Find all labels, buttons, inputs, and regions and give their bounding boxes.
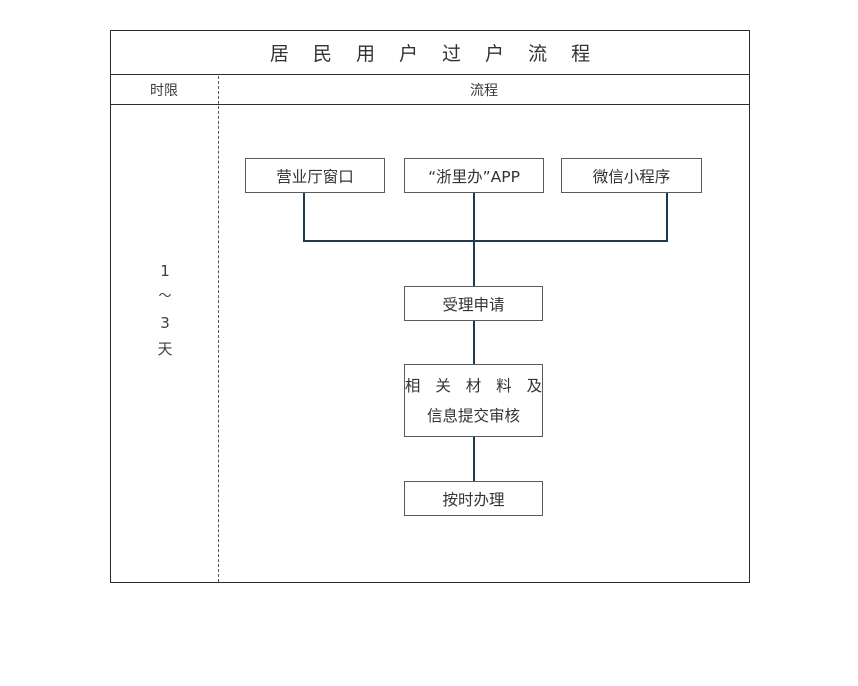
connector-accept-to-review xyxy=(473,321,475,364)
flow-node-submit-materials-review[interactable]: 相 关 材 料 及 信息提交审核 xyxy=(404,364,543,437)
flow-node-accept-application[interactable]: 受理申请 xyxy=(404,286,543,321)
page-title: 居 民 用 户 过 户 流 程 xyxy=(269,42,600,65)
column-header-flow: 流程 xyxy=(470,82,498,99)
connector-wechat-down xyxy=(666,193,668,241)
table-frame xyxy=(110,30,750,583)
time-limit-range-tilde: 〜 xyxy=(158,289,172,304)
flow-node-accept-application-label: 受理申请 xyxy=(442,295,505,314)
time-limit-max: 3 xyxy=(160,314,170,332)
flow-node-submit-materials-review-label-line2: 信息提交审核 xyxy=(426,406,520,425)
table-header-row: 时限 流程 xyxy=(110,75,750,105)
flow-node-process-on-time-label: 按时办理 xyxy=(442,490,505,509)
connector-app-to-accept xyxy=(473,193,475,286)
flow-node-process-on-time[interactable]: 按时办理 xyxy=(404,481,543,516)
time-limit-min: 1 xyxy=(160,262,170,280)
connector-review-to-handle xyxy=(473,437,475,481)
time-limit-unit: 天 xyxy=(157,340,173,358)
flow-node-zhelibao-app-label: “浙里办”APP xyxy=(428,167,520,186)
connector-hall-down xyxy=(303,193,305,241)
flow-node-service-hall[interactable]: 营业厅窗口 xyxy=(245,158,385,193)
flow-node-service-hall-label: 营业厅窗口 xyxy=(276,167,354,186)
flow-node-wechat-miniprogram-label: 微信小程序 xyxy=(592,167,671,186)
flow-node-wechat-miniprogram[interactable]: 微信小程序 xyxy=(561,158,702,193)
connector-merge-bus xyxy=(303,240,668,242)
flow-node-submit-materials-review-label-line1: 相 关 材 料 及 xyxy=(404,376,548,395)
time-limit-value: 1 〜 3 天 xyxy=(130,258,200,362)
flow-node-zhelibao-app[interactable]: “浙里办”APP xyxy=(404,158,544,193)
title-row: 居 民 用 户 过 户 流 程 xyxy=(110,30,750,75)
column-divider xyxy=(218,76,219,582)
column-header-time-limit: 时限 xyxy=(150,82,178,99)
